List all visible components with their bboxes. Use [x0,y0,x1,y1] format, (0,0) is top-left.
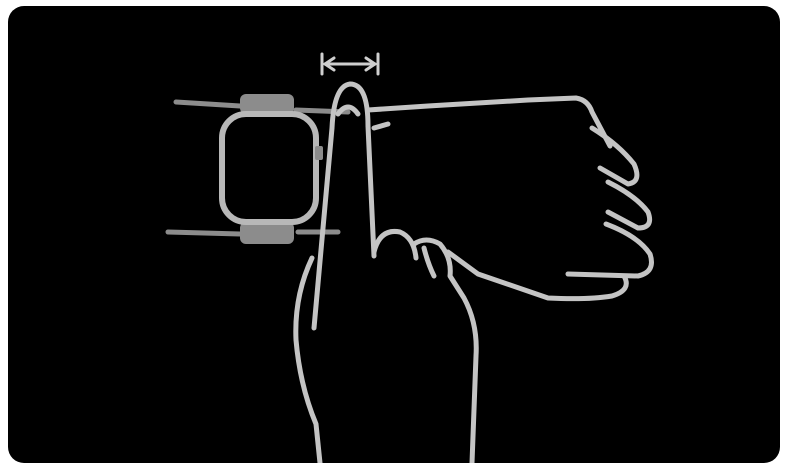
hand-icon [296,84,476,463]
watch-fit-illustration [8,6,780,463]
width-arrow-icon [322,54,378,74]
instruction-card [8,6,780,463]
smartwatch-icon [168,94,348,244]
wrist-icon [368,98,652,299]
